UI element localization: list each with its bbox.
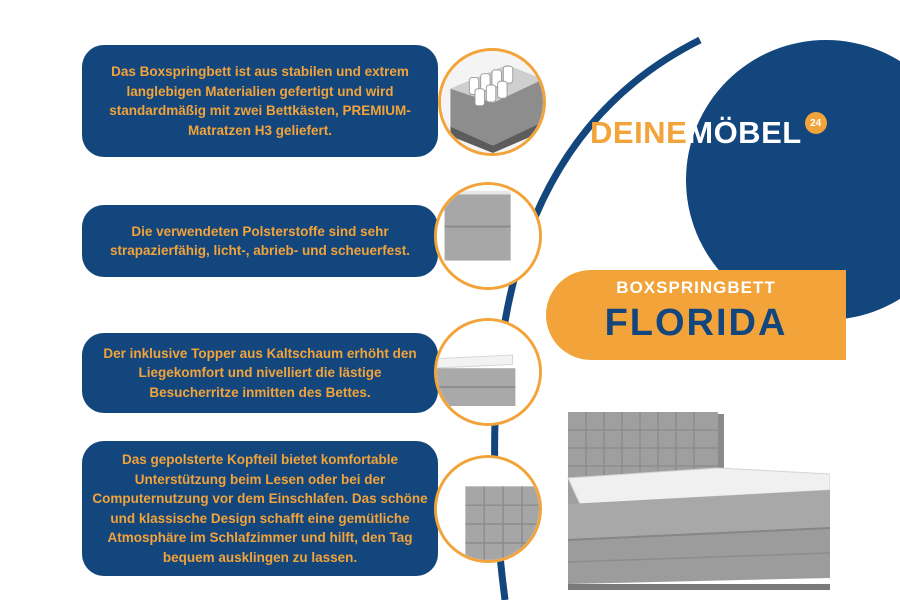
upholstery-fabric-image [434, 182, 542, 290]
brand-name-part1: DEINE [590, 115, 688, 150]
product-title-banner [546, 270, 846, 360]
feature-bubble-1: Das Boxspringbett ist aus stabilen und e… [82, 45, 438, 157]
product-category: BOXSPRINGBETT [616, 278, 776, 297]
feature-bubble-2: Die verwendeten Polsterstoffe sind sehr … [82, 205, 438, 277]
topper-image [434, 318, 542, 426]
feature-text-2: Die verwendeten Polsterstoffe sind sehr … [109, 223, 411, 259]
boxspring-bed-image [567, 412, 830, 590]
feature-text-1: Das Boxspringbett ist aus stabilen und e… [109, 64, 411, 138]
headboard-image [434, 455, 542, 563]
feature-text-4: Das gepolsterte Kopfteil bietet komforta… [92, 452, 428, 565]
brand-name-part2: MÖBEL [687, 115, 802, 150]
feature-bubble-3: Der inklusive Topper aus Kaltschaum erhö… [82, 333, 438, 413]
brand-badge: 24 [804, 112, 827, 134]
brand-logo: DEINE MÖBEL 24 [590, 112, 827, 153]
feature-bubble-4: Das gepolsterte Kopfteil bietet komforta… [82, 441, 438, 576]
feature-text-3: Der inklusive Topper aus Kaltschaum erhö… [103, 345, 417, 400]
product-name: FLORIDA [604, 302, 788, 344]
mattress-cross-section-image [438, 48, 546, 156]
